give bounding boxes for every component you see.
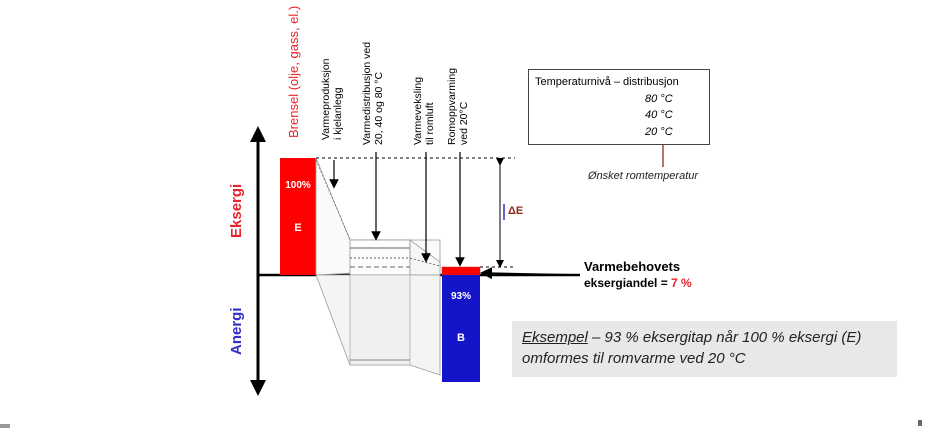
legend-item-20: 20 °C [645, 126, 673, 138]
energy-axis-down-arrow [250, 380, 266, 396]
result-line1: Varmebehovets [584, 259, 681, 274]
room-bar-letter: B [457, 332, 465, 344]
delta-e-label: ΔE [508, 205, 524, 217]
example-box: Eksempel – 93 % eksergitap når 100 % eks… [512, 321, 897, 377]
exergy-axis-label: Eksergi [228, 183, 245, 238]
legend-title: Temperaturnivå – distribusjon [535, 76, 679, 88]
fuel-bar-letter: E [294, 222, 302, 234]
result-arrow [480, 267, 581, 280]
legend-item-40: 40 °C [645, 109, 673, 121]
result-label: Varmebehovets eksergiandel = 7 % [584, 258, 692, 292]
legend-item-80: 80 °C [645, 93, 673, 105]
fuel-exergy-bar [280, 158, 316, 275]
example-lead: Eksempel [522, 329, 588, 346]
room-bar-percent: 93% [450, 291, 471, 302]
fuel-label: Brensel (olje, gass, el.) [286, 5, 301, 138]
result-value: 7 % [671, 276, 692, 290]
anergy-axis-label: Anergi [228, 307, 245, 355]
energy-axis-up-arrow [250, 126, 266, 142]
example-text: – 93 % eksergitap når 100 % eksergi (E) … [522, 329, 862, 367]
fuel-bar-percent: 100% [285, 180, 311, 191]
boiler-label: Varmeproduksjon i kjelanlegg [320, 58, 344, 140]
result-line2: eksergiandel = 7 % [584, 275, 692, 292]
desired-temp-label: Ønsket romtemperatur [588, 170, 699, 182]
room-label: Romoppvarming ved 20°C [446, 67, 470, 145]
exchange-label: Varmeveksling til romluft [412, 76, 436, 145]
room-exergy-bar [441, 266, 481, 276]
distribution-label: Varmedistribusjon ved 20, 40 og 80 °C [361, 41, 385, 145]
result-line2-prefix: eksergiandel = [584, 276, 672, 290]
room-anergy-bar [442, 275, 480, 382]
legend: Temperaturnivå – distribusjon 80 °C 40 °… [528, 69, 710, 145]
